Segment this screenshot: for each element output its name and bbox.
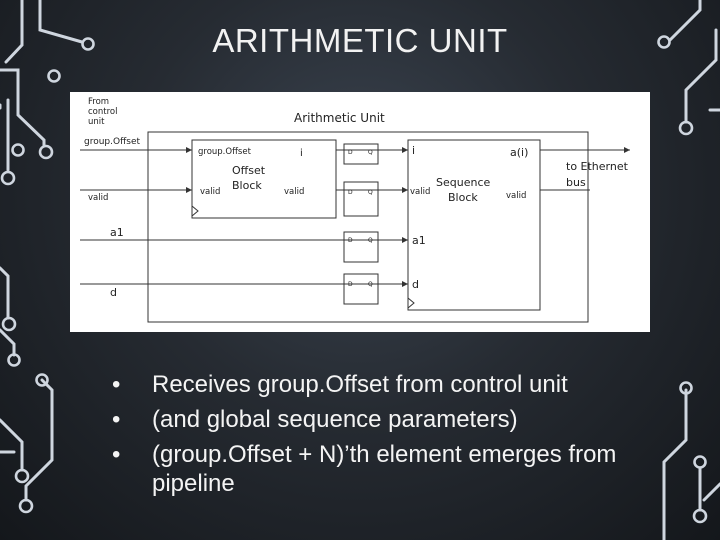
offset-port-valid-out: valid: [284, 187, 304, 197]
bullet-item: • Receives group.Offset from control uni…: [112, 370, 632, 399]
bullet-item: • (and global sequence parameters): [112, 405, 632, 434]
output-label-1: to Ethernet: [566, 160, 629, 173]
reg2-d: D: [348, 189, 353, 196]
seq-port-valid: valid: [410, 187, 430, 197]
diagram-svg: From control unit group.Offset Arithmeti…: [80, 97, 630, 323]
bullet-dot: •: [112, 441, 121, 468]
reg1-d: D: [348, 149, 353, 156]
seq-port-valid-out: valid: [506, 191, 526, 201]
offset-port-in: group.Offset: [198, 147, 252, 157]
offset-block: [191, 139, 337, 219]
reg1-q: Q: [368, 149, 373, 156]
reg3-d: D: [348, 237, 353, 244]
bullet-dot: •: [112, 406, 121, 433]
register-4: [343, 273, 379, 305]
seq-port-ai: a(i): [510, 146, 528, 159]
slide-title: ARITHMETIC UNIT: [212, 22, 508, 59]
bullet-text: (and global sequence parameters): [152, 406, 518, 433]
input-group-offset: group.Offset: [84, 137, 141, 147]
bullet-text: Receives group.Offset from control unit: [152, 371, 568, 398]
register-3: [343, 231, 379, 263]
reg2-q: Q: [368, 189, 373, 196]
seq-port-i: i: [412, 144, 415, 157]
offset-port-i: i: [300, 148, 303, 159]
offset-port-valid: valid: [200, 187, 220, 197]
reg3-q: Q: [368, 237, 373, 244]
reg4-q: Q: [368, 281, 373, 288]
register-2: [343, 181, 379, 217]
reg4-d: D: [348, 281, 353, 288]
circuit-nodes: [0, 35, 708, 524]
diagram-title: Arithmetic Unit: [294, 111, 385, 125]
bullet-dot: •: [112, 371, 121, 398]
sequence-block: [407, 139, 541, 311]
seq-port-a1: a1: [412, 234, 426, 247]
seq-block-name-1: Sequence: [436, 176, 490, 189]
offset-block-name-2: Block: [232, 179, 262, 192]
bullet-text: (group.Offset + N)’th element emerges fr…: [152, 441, 617, 497]
source-label-line-3: unit: [88, 117, 105, 127]
register-1: [343, 143, 379, 165]
input-d: d: [110, 286, 117, 299]
source-label-line-1: From: [88, 97, 109, 107]
bullet-item: • (group.Offset + N)’th element emerges …: [112, 440, 632, 498]
arithmetic-unit-diagram: From control unit group.Offset Arithmeti…: [70, 92, 650, 332]
input-a1: a1: [110, 226, 124, 239]
seq-port-d: d: [412, 278, 419, 291]
input-valid: valid: [88, 193, 108, 203]
source-label-line-2: control: [88, 107, 117, 117]
bullet-list: • Receives group.Offset from control uni…: [112, 370, 632, 504]
seq-block-name-2: Block: [448, 191, 478, 204]
output-label-2: bus: [566, 176, 586, 189]
arithmetic-unit-boundary: [147, 131, 589, 323]
offset-block-name-1: Offset: [232, 164, 266, 177]
